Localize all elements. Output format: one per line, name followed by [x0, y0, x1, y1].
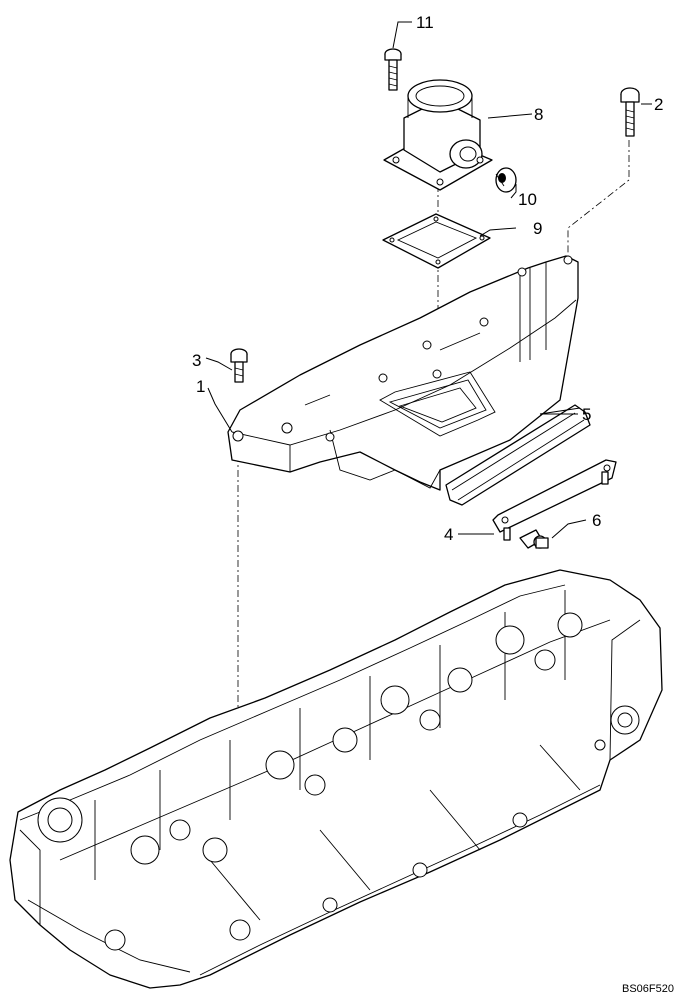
leader-lines [205, 21, 652, 539]
callout-8: 8 [534, 105, 543, 124]
drawing-code: BS06F520 [622, 983, 674, 995]
stud-4b [601, 471, 609, 485]
intake-manifold [227, 255, 579, 491]
callout-2: 2 [654, 95, 663, 114]
callout-10: 10 [518, 190, 537, 209]
manifold-gasket [445, 404, 591, 506]
plug [495, 167, 517, 193]
bolt-3 [230, 348, 248, 383]
callout-4: 4 [444, 525, 453, 544]
bolt-6 [519, 529, 549, 549]
callout-1: 1 [196, 377, 205, 396]
callout-6: 6 [592, 511, 601, 530]
callout-11: 11 [416, 13, 434, 32]
cylinder-head [9, 569, 663, 989]
stud-4a [503, 527, 511, 541]
callout-5: 5 [582, 405, 591, 424]
spacer-plate [492, 459, 617, 533]
inlet-elbow [383, 79, 493, 191]
bolt-2 [620, 87, 640, 137]
gasket [382, 213, 491, 269]
callout-9: 9 [533, 219, 542, 238]
callouts: 11 2 3 1 4 5 6 8 9 10 [192, 13, 663, 544]
callout-3: 3 [192, 351, 201, 370]
bolt-11 [384, 48, 402, 91]
